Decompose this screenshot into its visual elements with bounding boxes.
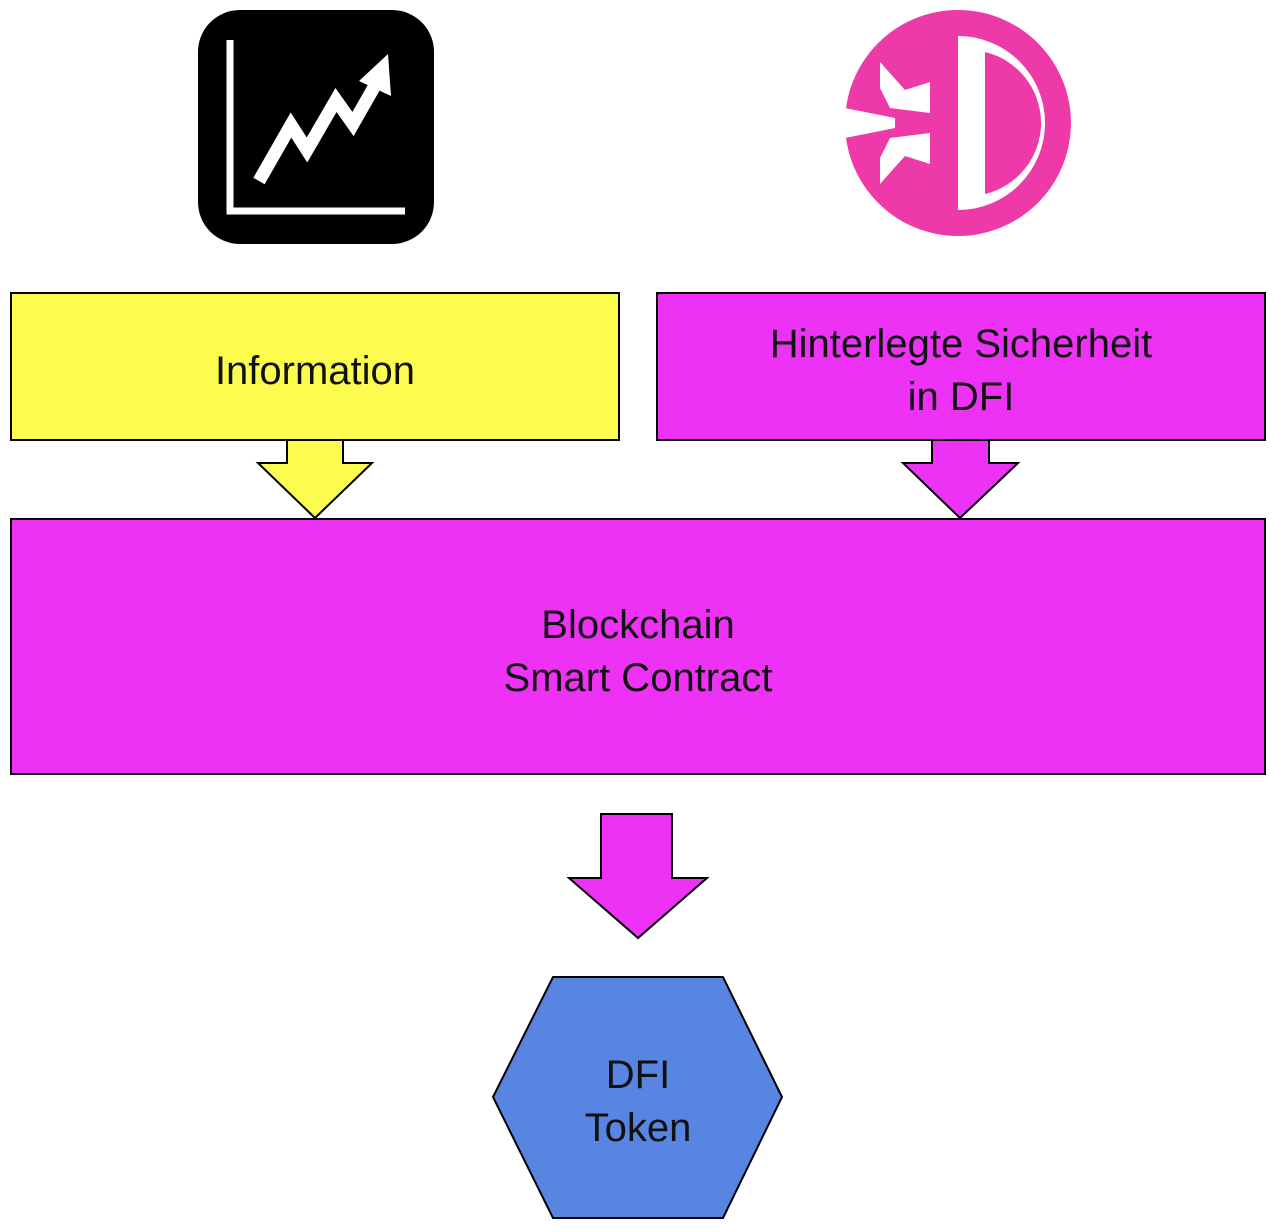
trending-chart-icon: [198, 10, 434, 244]
token-label-line2: Token: [585, 1106, 692, 1150]
blockchain-label-line1: Blockchain: [541, 603, 734, 647]
defichain-logo-icon: [845, 10, 1071, 236]
information-label: Information: [215, 349, 415, 393]
token-label-line1: DFI: [606, 1053, 670, 1097]
dfi-token-hexagon: DFI Token: [491, 976, 784, 1219]
blockchain-box: Blockchain Smart Contract: [10, 518, 1266, 775]
blockchain-down-arrow: [566, 813, 710, 940]
information-box: Information: [10, 292, 620, 441]
collateral-box: Hinterlegte Sicherheit in DFI: [656, 292, 1266, 441]
information-down-arrow: [255, 439, 375, 520]
collateral-down-arrow: [900, 439, 1021, 520]
blockchain-label-line2: Smart Contract: [504, 656, 773, 700]
collateral-label-line2: in DFI: [908, 375, 1015, 419]
collateral-label-line1: Hinterlegte Sicherheit: [770, 322, 1152, 366]
